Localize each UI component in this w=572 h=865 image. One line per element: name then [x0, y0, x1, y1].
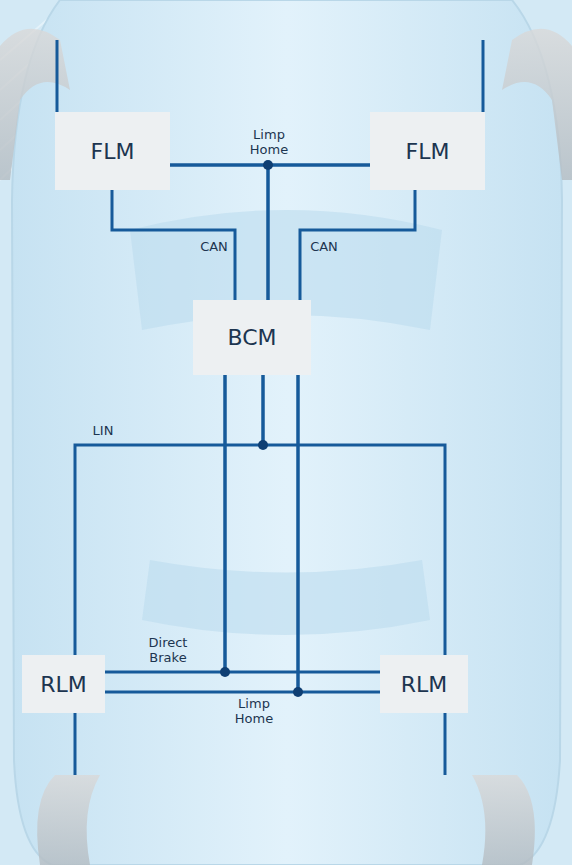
- module-box: BCM: [193, 300, 311, 375]
- signal-label: Direct Brake: [136, 636, 200, 666]
- wheel: [472, 775, 535, 865]
- module-name: RLM: [401, 672, 448, 697]
- bus-wire: [300, 190, 415, 300]
- bus-wire: [298, 375, 380, 692]
- bus-wire: [263, 375, 445, 655]
- module-name: FLM: [406, 139, 450, 164]
- bus-wire: [268, 165, 370, 300]
- wheel-wires: [57, 40, 483, 775]
- module-name: RLM: [40, 672, 87, 697]
- signal-label: CAN: [306, 240, 342, 255]
- junction-dot: [263, 160, 273, 170]
- bus-wire: [170, 165, 268, 300]
- wheel: [37, 775, 100, 865]
- junction-dot: [293, 687, 303, 697]
- bus-wire: [105, 375, 298, 692]
- rear-window: [142, 560, 430, 635]
- bus-wire: [75, 375, 263, 655]
- bus-wire: [105, 375, 225, 672]
- module-box: RLM: [22, 655, 105, 713]
- signal-label: LIN: [86, 424, 120, 439]
- bus-wire: [225, 375, 380, 672]
- wheel: [502, 29, 572, 180]
- signal-label: Limp Home: [243, 128, 295, 158]
- module-box: FLM: [370, 112, 485, 190]
- module-name: FLM: [91, 139, 135, 164]
- signal-label: Limp Home: [228, 697, 280, 727]
- module-box: FLM: [55, 112, 170, 190]
- bus-wire: [112, 190, 235, 300]
- car-body: [12, 0, 562, 865]
- junction-dot: [220, 667, 230, 677]
- module-name: BCM: [227, 325, 276, 350]
- signal-label: CAN: [196, 240, 232, 255]
- module-box: RLM: [380, 655, 468, 713]
- junction-dot: [258, 440, 268, 450]
